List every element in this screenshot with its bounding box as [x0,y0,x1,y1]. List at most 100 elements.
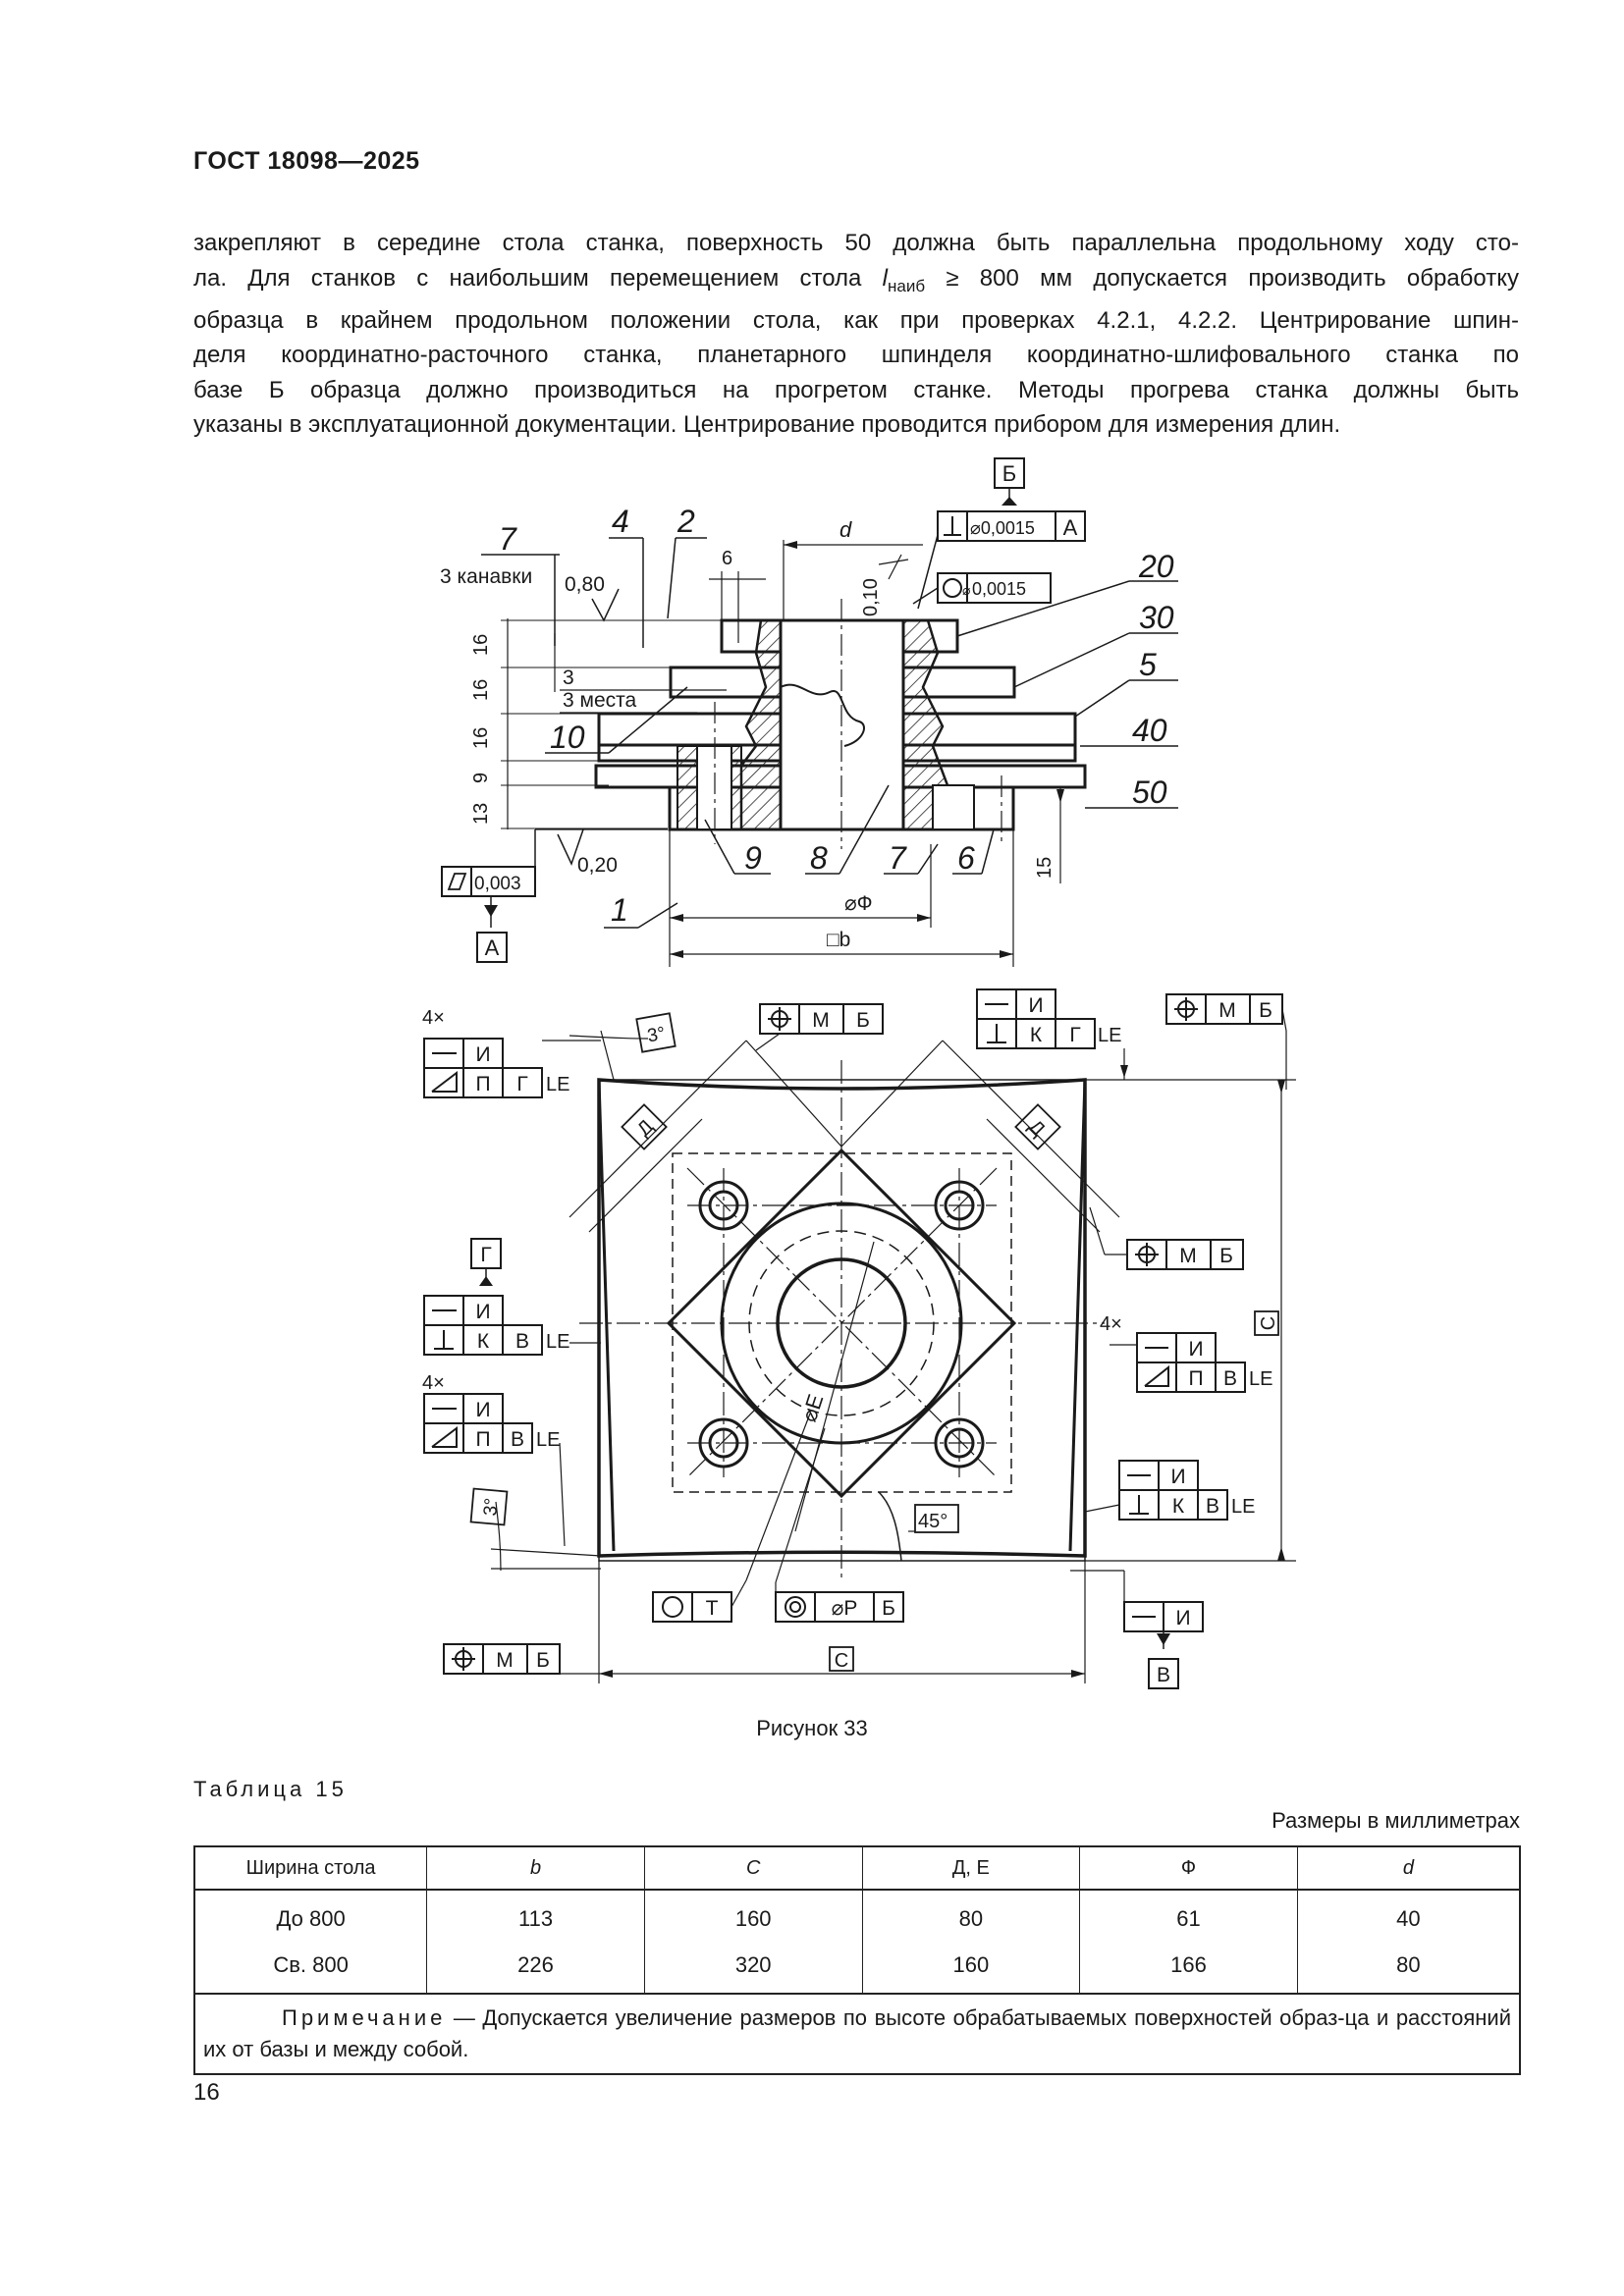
drawing-annotation: Б [1259,999,1272,1022]
drawing-annotation: 1 [611,892,628,928]
svg-text:⌀: ⌀ [962,582,971,598]
drawing-annotation: И [475,1399,490,1421]
drawing-annotation: 4× [1100,1313,1122,1335]
drawing-annotation: Д [1024,1116,1049,1141]
note-text: — Допускается увеличение размеров по выс… [203,2005,1511,2061]
drawing-annotation: В [515,1330,529,1353]
technical-drawing-figure-33: Б ⌀0,0015 А 0,0015 ⌀ d 0,10 6 7 [422,457,1296,1689]
para-line: образца в крайнем продольном положении с… [193,306,1519,334]
table-header-cell: b [426,1845,645,1891]
body-paragraph: закрепляют в середине стола станка, пове… [193,226,1519,443]
table-label: Таблица 15 [193,1777,348,1801]
drawing-annotation: 13 [470,803,492,825]
drawing-annotation: 0,80 [565,573,605,596]
drawing-annotation: М [1218,999,1236,1022]
drawing-annotation: М [496,1649,514,1672]
drawing-annotation: П [475,1073,490,1095]
drawing-annotation: 9 [470,773,492,783]
table-header-cell: Д, Е [861,1845,1081,1891]
drawing-annotation: 30 [1139,600,1174,635]
drawing-annotation: И [1175,1607,1190,1629]
table-cell: 160 [861,1943,1081,1994]
table-cell: 61 [1079,1890,1298,1943]
dim-d: d [839,517,852,542]
drawing-annotation: И [1028,994,1043,1017]
table-note-row: Примечание — Допускается увеличение разм… [193,1993,1521,2075]
drawing-annotation: В [1157,1664,1170,1686]
table-row: До 800 113 160 80 61 40 [193,1890,1521,1943]
table-header-cell: d [1296,1845,1521,1891]
table-header-cell: Ф [1079,1845,1298,1891]
drawing-annotation: □b [827,929,850,951]
table-cell: 160 [643,1890,863,1943]
drawing-annotation: П [475,1428,490,1451]
drawing-annotation: LE [1231,1496,1255,1518]
drawing-annotation: 7 [499,521,517,557]
table-header-row: Ширина стола b С Д, Е Ф d [193,1845,1521,1891]
drawing-annotation: LE [546,1331,569,1353]
grooves-label: 3 канавки [440,565,532,588]
drawing-annotation: И [475,1043,490,1066]
drawing-annotation: М [812,1009,830,1032]
table-cell: 320 [643,1943,863,1994]
drawing-annotation: Г [516,1073,527,1095]
table-row: Св. 800 226 320 160 166 80 [193,1943,1521,1994]
drawing-annotation: Б [536,1649,550,1672]
drawing-annotation: 7 [889,840,907,876]
table-cell: До 800 [193,1890,428,1943]
para-line: ла. Для станков с наибольшим перемещение… [193,264,1520,295]
para-line: базе Б образца должно производиться на п… [193,376,1519,403]
drawing-annotation: 20 [1138,549,1174,584]
drawing-annotation: 15 [1034,857,1056,879]
drawing-annotation: ⌀Ф [844,892,873,915]
drawing-annotation: 3° [646,1024,668,1047]
drawing-annotation: ⌀Р [832,1597,858,1620]
drawing-annotation: Д [633,1116,658,1141]
drawing-annotation: 16 [470,727,492,749]
figure-caption: Рисунок 33 [756,1716,868,1740]
dim-6: 6 [722,548,732,569]
drawing-annotation: 0,20 [577,854,618,877]
note-label: Примечание [282,2005,447,2030]
para-line: закрепляют в середине стола станка, пове… [193,230,1519,256]
drawing-annotation: Б [882,1597,895,1620]
table-units: Размеры в миллиметрах [1272,1808,1520,1833]
drawing-annotation: Б [856,1009,870,1032]
drawing-annotation: Г [1069,1024,1080,1046]
drawing-annotation: 3 [563,667,574,689]
drawing-annotation: И [1170,1466,1185,1488]
drawing-annotation: К [477,1330,490,1353]
table-header-cell: Ширина стола [193,1845,428,1891]
drawing-annotation: А [485,935,500,960]
table-cell: 40 [1296,1890,1521,1943]
drawing-annotation: LE [536,1429,560,1451]
drawing-annotation: 4× [422,1007,445,1029]
drawing-annotation: 9 [744,840,762,876]
drawing-annotation: 5 [1139,647,1157,682]
table-cell: 226 [426,1943,645,1994]
drawing-annotation: 8 [810,840,828,876]
para-line: указаны в эксплуатационной документации.… [193,411,1341,439]
drawing-annotation: 4× [422,1372,445,1394]
table-cell: 113 [426,1890,645,1943]
drawing-annotation: 50 [1132,774,1167,810]
table-header-cell: С [643,1845,863,1891]
drawing-annotation: LE [546,1074,569,1095]
drawing-annotation: 40 [1132,713,1167,748]
table-cell: Св. 800 [193,1943,428,1994]
drawing-annotation: 10 [550,720,585,755]
drawing-annotation: П [1188,1367,1203,1390]
drawing-annotation: М [1179,1245,1197,1267]
page-number: 16 [193,2079,220,2106]
drawing-annotation: К [1030,1024,1043,1046]
drawing-annotation: С [1258,1316,1279,1330]
drawing-annotation: Т [706,1597,719,1620]
plan-view: Д Д ⌀Е 45° 4× И П Г LE 3° [422,988,1296,1689]
drawing-annotation: В [1223,1367,1237,1390]
drawing-annotation: LE [1098,1025,1121,1046]
drawing-annotation: 0,003 [474,874,521,894]
para-line: деля координатно-расточного станка, план… [193,342,1519,369]
drawing-annotation: ⌀Е [796,1391,828,1424]
drawing-annotation: 16 [470,634,492,656]
drawing-annotation: Б [1219,1245,1233,1267]
